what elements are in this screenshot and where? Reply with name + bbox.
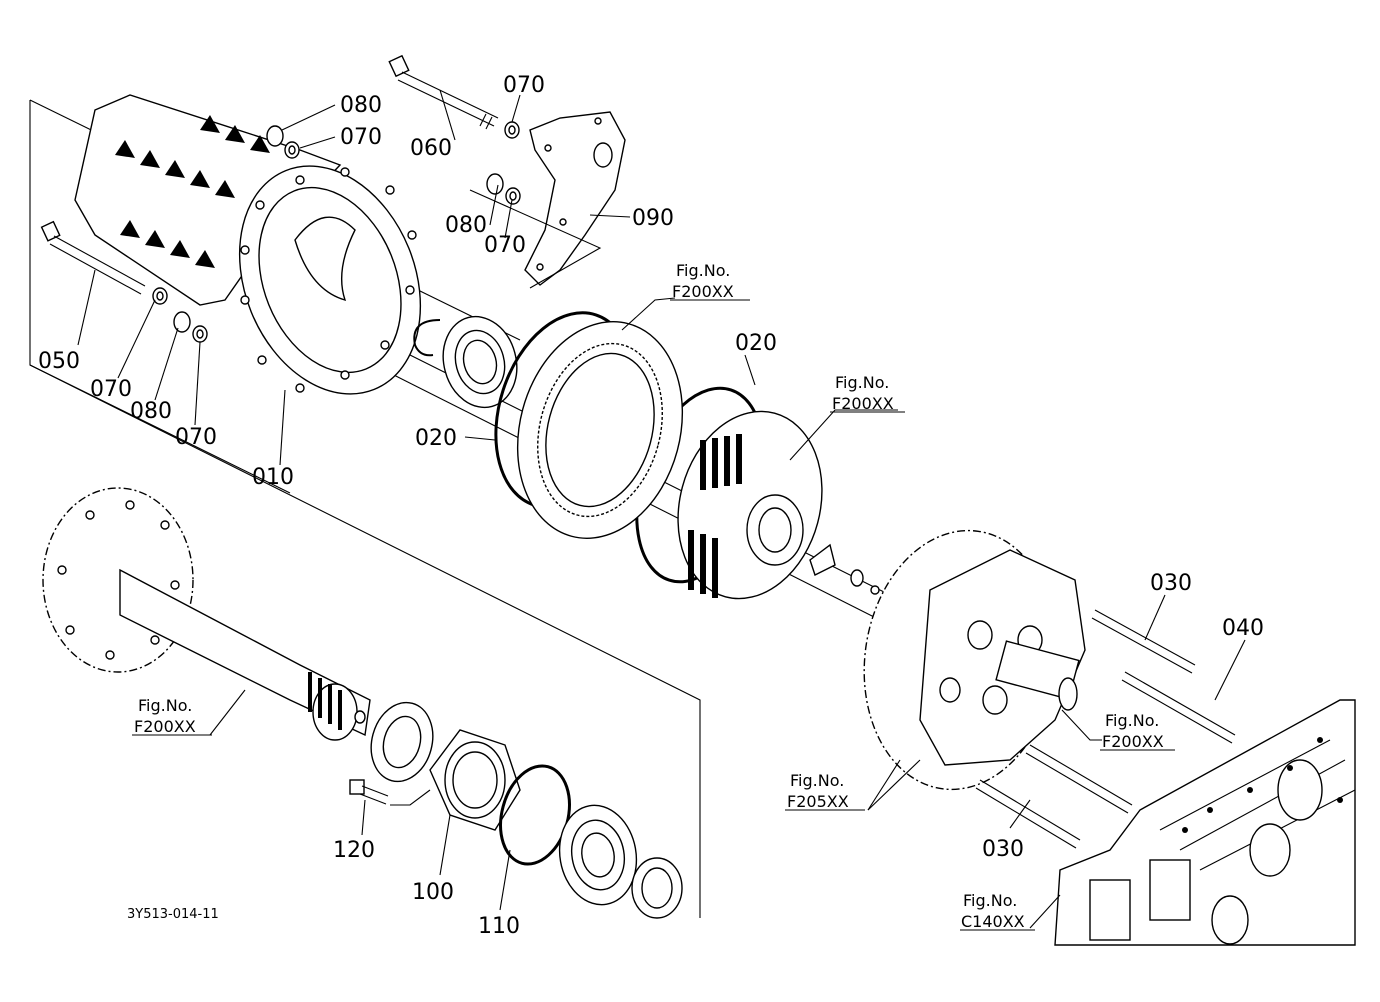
callouts: 070 080 070 060 090 080 070 050 070 080 … (38, 73, 1264, 939)
fig-ref-carrier: F200XX (832, 394, 894, 413)
fig-label: Fig.No. (676, 261, 730, 280)
fig-label: Fig.No. (1105, 711, 1159, 730)
fig-ref-axle: F200XX (134, 717, 196, 736)
callout-080: 080 (445, 213, 487, 238)
callout-020: 020 (415, 426, 457, 451)
reduction-housing (863, 529, 1086, 791)
callout-070: 070 (503, 73, 545, 98)
callout-120: 120 (333, 838, 375, 863)
fig-ref-transmission: C140XX (961, 912, 1025, 931)
bracket-090 (469, 111, 626, 289)
bolt-050 (40, 220, 208, 343)
fig-label: Fig.No. (835, 373, 889, 392)
callout-090: 090 (632, 206, 674, 231)
oil-seal (370, 701, 434, 783)
callout-040: 040 (1222, 616, 1264, 641)
bolt-120 (349, 779, 389, 805)
fig-ref-shaft: F200XX (1102, 732, 1164, 751)
callout-080: 080 (130, 399, 172, 424)
planet-carrier (677, 410, 880, 600)
axle-flange (42, 487, 194, 673)
callout-050: 050 (38, 349, 80, 374)
callout-070: 070 (90, 377, 132, 402)
callout-010: 010 (252, 465, 294, 490)
retainer-100 (429, 729, 521, 831)
bearing-lower (558, 804, 638, 906)
snap-ring (413, 319, 441, 357)
figure-references: Fig.No. F200XX Fig.No. F200XX Fig.No. F2… (134, 261, 1164, 931)
ring-gear (516, 321, 684, 539)
callout-070: 070 (175, 425, 217, 450)
fig-label: Fig.No. (138, 696, 192, 715)
fig-underlines (132, 299, 1175, 931)
bearing-upper (442, 315, 518, 409)
callout-070: 070 (484, 233, 526, 258)
callout-030: 030 (982, 837, 1024, 862)
fig-ref-housing: F205XX (787, 792, 849, 811)
callout-110: 110 (478, 914, 520, 939)
axle-shaft (119, 568, 371, 741)
callout-100: 100 (412, 880, 454, 905)
transmission-case (1054, 699, 1356, 946)
lock-nut (631, 857, 683, 919)
fig-label: Fig.No. (963, 891, 1017, 910)
fig-ref-ring-gear: F200XX (672, 282, 734, 301)
callout-070: 070 (340, 125, 382, 150)
fig-label: Fig.No. (790, 771, 844, 790)
studs (975, 609, 1236, 849)
diagram-code: 3Y513-014-11 (127, 907, 219, 922)
callout-030: 030 (1150, 571, 1192, 596)
callout-080: 080 (340, 93, 382, 118)
callout-020: 020 (735, 331, 777, 356)
leader-lines (77, 89, 1246, 929)
callout-060: 060 (410, 136, 452, 161)
bolt-060 (388, 54, 499, 130)
final-drive-case (74, 94, 422, 395)
